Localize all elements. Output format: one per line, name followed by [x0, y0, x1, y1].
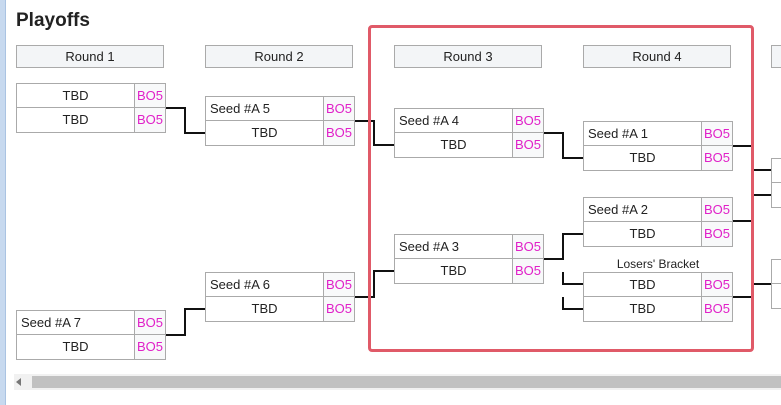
- match-r5-2-partial[interactable]: [771, 259, 781, 309]
- scrollbar-thumb[interactable]: [32, 376, 781, 388]
- team-name: TBD: [62, 88, 89, 103]
- team-name: TBD: [62, 339, 89, 354]
- series-format: BO5: [134, 335, 165, 359]
- round-header-5-partial: [771, 45, 781, 68]
- series-format: BO5: [323, 121, 354, 145]
- match-slot-bottom[interactable]: [771, 284, 781, 309]
- team-name: TBD: [440, 263, 467, 278]
- match-r4-3[interactable]: TBD BO5 TBD BO5: [583, 272, 733, 322]
- team-name: TBD: [629, 150, 656, 165]
- series-format: BO5: [134, 311, 165, 334]
- match-slot-bottom[interactable]: TBD BO5: [583, 146, 733, 171]
- match-slot-top[interactable]: Seed #A 5 BO5: [205, 96, 355, 121]
- match-slot-bottom[interactable]: TBD BO5: [394, 133, 544, 158]
- series-format: BO5: [512, 259, 543, 283]
- match-r1-2[interactable]: Seed #A 7 BO5 TBD BO5: [16, 310, 166, 360]
- match-slot-top[interactable]: [771, 259, 781, 284]
- series-format: BO5: [701, 122, 732, 145]
- left-edge-accent: [0, 0, 6, 405]
- match-slot-bottom[interactable]: TBD BO5: [205, 121, 355, 146]
- highlight-frame: [368, 25, 754, 352]
- series-format: BO5: [701, 297, 732, 321]
- connector-r1-r2: [166, 308, 205, 336]
- team-name: TBD: [251, 301, 278, 316]
- round-header-1: Round 1: [16, 45, 164, 68]
- series-format: BO5: [134, 84, 165, 107]
- team-name: Seed #A 7: [21, 315, 81, 330]
- connector-r1-r2: [166, 107, 205, 134]
- match-slot-top[interactable]: Seed #A 2 BO5: [583, 197, 733, 222]
- match-slot-top[interactable]: Seed #A 1 BO5: [583, 121, 733, 146]
- series-format: BO5: [323, 297, 354, 321]
- match-slot-top[interactable]: Seed #A 4 BO5: [394, 108, 544, 133]
- team-name: Seed #A 1: [588, 126, 648, 141]
- scroll-left-arrow-icon[interactable]: [16, 378, 21, 386]
- series-format: BO5: [701, 222, 732, 246]
- match-r4-1[interactable]: Seed #A 1 BO5 TBD BO5: [583, 121, 733, 171]
- match-slot-bottom[interactable]: TBD BO5: [583, 222, 733, 247]
- team-name: Seed #A 6: [210, 277, 270, 292]
- team-name: TBD: [62, 112, 89, 127]
- series-format: BO5: [701, 146, 732, 170]
- team-name: Seed #A 3: [399, 239, 459, 254]
- match-slot-top[interactable]: Seed #A 7 BO5: [16, 310, 166, 335]
- match-slot-bottom[interactable]: TBD BO5: [16, 335, 166, 360]
- match-slot-bottom[interactable]: TBD BO5: [583, 297, 733, 322]
- team-name: Seed #A 2: [588, 202, 648, 217]
- series-format: BO5: [512, 109, 543, 132]
- team-name: Seed #A 5: [210, 101, 270, 116]
- match-slot-bottom[interactable]: TBD BO5: [16, 108, 166, 133]
- team-name: Seed #A 4: [399, 113, 459, 128]
- match-slot-top[interactable]: TBD BO5: [16, 83, 166, 108]
- team-name: TBD: [629, 226, 656, 241]
- match-slot-bottom[interactable]: TBD BO5: [394, 259, 544, 284]
- series-format: BO5: [512, 235, 543, 258]
- match-r3-2[interactable]: Seed #A 3 BO5 TBD BO5: [394, 234, 544, 284]
- match-slot-top[interactable]: TBD BO5: [583, 272, 733, 297]
- match-r4-2[interactable]: Seed #A 2 BO5 TBD BO5: [583, 197, 733, 247]
- series-format: BO5: [134, 108, 165, 132]
- match-slot-bottom[interactable]: [771, 183, 781, 208]
- losers-bracket-label: Losers' Bracket: [616, 257, 700, 271]
- match-r2-2[interactable]: Seed #A 6 BO5 TBD BO5: [205, 272, 355, 322]
- series-format: BO5: [512, 133, 543, 157]
- match-slot-top[interactable]: Seed #A 3 BO5: [394, 234, 544, 259]
- series-format: BO5: [323, 97, 354, 120]
- match-slot-bottom[interactable]: TBD BO5: [205, 297, 355, 322]
- page-title: Playoffs: [16, 10, 90, 31]
- round-header-3: Round 3: [394, 45, 542, 68]
- match-slot-top[interactable]: Seed #A 6 BO5: [205, 272, 355, 297]
- match-r1-1[interactable]: TBD BO5 TBD BO5: [16, 83, 166, 133]
- team-name: TBD: [251, 125, 278, 140]
- round-header-2: Round 2: [205, 45, 353, 68]
- match-r5-1-partial[interactable]: [771, 158, 781, 208]
- round-header-4: Round 4: [583, 45, 731, 68]
- match-r2-1[interactable]: Seed #A 5 BO5 TBD BO5: [205, 96, 355, 146]
- series-format: BO5: [323, 273, 354, 296]
- match-slot-top[interactable]: [771, 158, 781, 183]
- team-name: TBD: [440, 137, 467, 152]
- series-format: BO5: [701, 198, 732, 221]
- team-name: TBD: [629, 301, 656, 316]
- team-name: TBD: [629, 277, 656, 292]
- series-format: BO5: [701, 273, 732, 296]
- match-r3-1[interactable]: Seed #A 4 BO5 TBD BO5: [394, 108, 544, 158]
